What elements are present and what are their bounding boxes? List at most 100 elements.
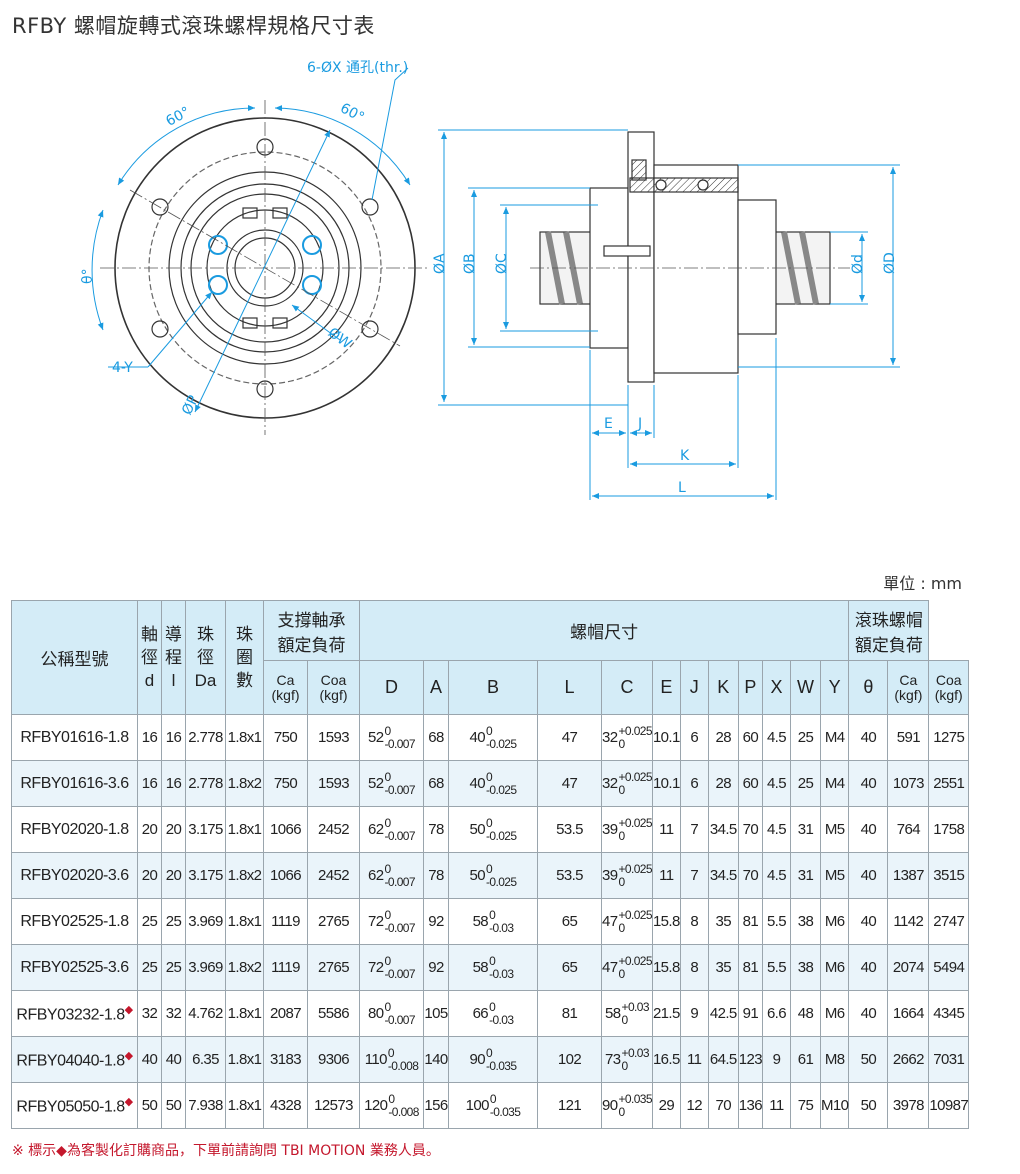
cell-W: 75 xyxy=(789,1082,821,1129)
header-X: X xyxy=(761,660,791,715)
cell-K: 35 xyxy=(707,944,739,991)
cell-Y: M4 xyxy=(819,714,850,761)
cell-th: 40 xyxy=(848,852,889,899)
cell-da: 3.969 xyxy=(185,944,226,991)
cell-scoa: 1593 xyxy=(307,760,360,807)
cell-d: 25 xyxy=(137,944,162,991)
j-label: J xyxy=(637,416,642,432)
cell-J: 6 xyxy=(679,760,709,807)
cell-P: 123 xyxy=(737,1036,763,1083)
cell-J: 6 xyxy=(679,714,709,761)
cell-d: 32 xyxy=(137,990,162,1037)
model-cell: RFBY05050-1.8◆ xyxy=(11,1082,138,1129)
cell-ca: 2074 xyxy=(887,944,930,991)
cell-P: 91 xyxy=(737,990,763,1037)
cell-scoa: 2452 xyxy=(307,852,360,899)
cell-A: 92 xyxy=(423,944,449,991)
cell-L: 53.5 xyxy=(537,852,602,899)
model-cell: RFBY02020-1.8 xyxy=(11,806,138,853)
e-label: E xyxy=(604,416,613,432)
dc-label: ØC xyxy=(494,253,510,274)
cell-scoa: 12573 xyxy=(307,1082,360,1129)
cell-J: 11 xyxy=(679,1036,709,1083)
cell-sca: 1066 xyxy=(263,852,308,899)
cell-ca: 1073 xyxy=(887,760,930,807)
y-holes-label: 4-Y xyxy=(112,360,133,376)
header-C: C xyxy=(601,660,653,715)
cell-W: 38 xyxy=(789,898,821,945)
cell-da: 6.35 xyxy=(185,1036,226,1083)
cell-W: 48 xyxy=(789,990,821,1037)
cell-A: 140 xyxy=(423,1036,449,1083)
cell-l: 32 xyxy=(161,990,186,1037)
cell-E: 16.5 xyxy=(651,1036,681,1083)
dD-label: ØD xyxy=(882,252,898,274)
cell-X: 11 xyxy=(761,1082,791,1129)
cell-l: 20 xyxy=(161,852,186,899)
cell-W: 25 xyxy=(789,760,821,807)
cell-turns: 1.8x1 xyxy=(225,806,264,853)
cell-coa: 2551 xyxy=(928,760,970,807)
cell-K: 34.5 xyxy=(707,852,739,899)
cell-coa: 1758 xyxy=(928,806,970,853)
header-L: L xyxy=(537,660,602,715)
header-theta: θ xyxy=(848,660,889,715)
header-W: W xyxy=(789,660,821,715)
cell-J: 7 xyxy=(679,852,709,899)
cell-L: 65 xyxy=(537,944,602,991)
cell-d: 16 xyxy=(137,714,162,761)
cell-th: 40 xyxy=(848,898,889,945)
cell-W: 38 xyxy=(789,944,821,991)
cell-J: 8 xyxy=(679,944,709,991)
cell-X: 6.6 xyxy=(761,990,791,1037)
cell-Y: M6 xyxy=(819,898,850,945)
cell-ca: 591 xyxy=(887,714,930,761)
cell-turns: 1.8x1 xyxy=(225,714,264,761)
header-A: A xyxy=(423,660,449,715)
cell-da: 4.762 xyxy=(185,990,226,1037)
cell-l: 16 xyxy=(161,714,186,761)
cell-turns: 1.8x2 xyxy=(225,760,264,807)
cell-l: 16 xyxy=(161,760,186,807)
cell-sca: 4328 xyxy=(263,1082,308,1129)
cell-th: 40 xyxy=(848,714,889,761)
dw-label: ØW xyxy=(325,325,355,353)
cell-sca: 750 xyxy=(263,714,308,761)
cell-E: 29 xyxy=(651,1082,681,1129)
cell-turns: 1.8x1 xyxy=(225,1082,264,1129)
cell-L: 53.5 xyxy=(537,806,602,853)
cell-Y: M4 xyxy=(819,760,850,807)
cell-E: 10.1 xyxy=(651,760,681,807)
cell-da: 3.969 xyxy=(185,898,226,945)
cell-P: 60 xyxy=(737,760,763,807)
cell-E: 11 xyxy=(651,806,681,853)
cell-X: 5.5 xyxy=(761,898,791,945)
cell-J: 9 xyxy=(679,990,709,1037)
cell-K: 28 xyxy=(707,714,739,761)
cell-coa: 2747 xyxy=(928,898,970,945)
cell-Y: M8 xyxy=(819,1036,850,1083)
model-cell: RFBY03232-1.8◆ xyxy=(11,990,138,1037)
cell-X: 4.5 xyxy=(761,806,791,853)
cell-L: 121 xyxy=(537,1082,602,1129)
cell-l: 40 xyxy=(161,1036,186,1083)
custom-marker-icon: ◆ xyxy=(124,1049,133,1062)
cell-L: 65 xyxy=(537,898,602,945)
cell-da: 2.778 xyxy=(185,760,226,807)
cell-ca: 2662 xyxy=(887,1036,930,1083)
cell-ca: 1664 xyxy=(887,990,930,1037)
